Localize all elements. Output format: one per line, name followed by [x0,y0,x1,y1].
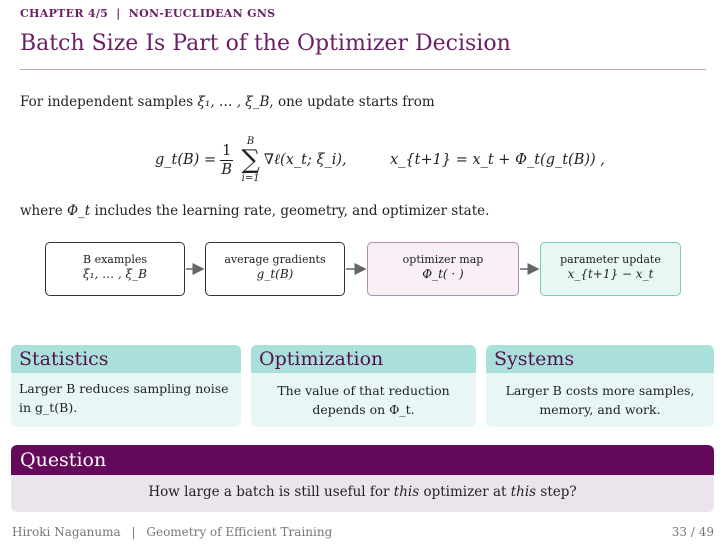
question-text: How large a batch is still useful for th… [11,475,714,512]
intro-line: For independent samples ξ₁, … , ξ_B, one… [20,94,435,110]
kicker-chapter: CHAPTER 4/5 [20,7,109,20]
card-statistics-body: Larger B reduces sampling noise in g_t(B… [11,373,241,427]
eq-term: ∇ℓ(x_t; ξ_i), [263,151,347,168]
footer: Hiroki Naganuma | Geometry of Efficient … [12,525,332,539]
card-systems-body: Larger B costs more samples, memory, and… [486,373,714,427]
stage-map-sub: Φ_t( · ) [422,267,464,281]
eq-lhs: g_t(B) = [155,152,217,168]
question-em-2: this [510,484,537,500]
stage-average-label: average gradients [224,253,326,266]
stage-average-sub: g_t(B) [256,267,294,281]
gradient-equation: g_t(B) = 1 B B ∑ i=1 ∇ℓ(x_t; ξ_i), [155,130,347,190]
question-text-a: How large a batch is still useful for [148,484,390,500]
stage-update-sub: x_{t+1} − x_t [567,267,654,281]
stage-average: average gradients g_t(B) [205,242,345,296]
stage-optimizer-map: optimizer map Φ_t( · ) [367,242,519,296]
question-text-c: step? [540,484,577,500]
stage-update-label: parameter update [560,253,661,266]
where-prefix: where [20,203,63,219]
question-em-1: this [393,484,420,500]
where-symbol: Φ_t [66,203,91,219]
pipeline-arrows [186,263,540,275]
stage-parameter-update: parameter update x_{t+1} − x_t [540,242,681,296]
kicker-section: NON-EUCLIDEAN GNS [128,7,276,20]
intro-samples: ξ₁, … , ξ_B [197,94,270,110]
card-systems: Systems Larger B costs more samples, mem… [486,345,714,427]
stage-map-label: optimizer map [402,253,484,266]
eq-sum-lower: i=1 [241,173,260,184]
stage-examples-label: B examples [83,253,147,266]
stage-examples: B examples ξ₁, … , ξ_B [45,242,185,296]
kicker-separator: | [116,7,121,20]
eq-sum-upper: B [246,136,255,147]
card-statistics-title: Statistics [11,345,241,373]
footer-author: Hiroki Naganuma [12,525,121,539]
footer-talk: Geometry of Efficient Training [146,525,333,539]
card-systems-title: Systems [486,345,714,373]
intro-prefix: For independent samples [20,94,194,110]
eq-update: x_{t+1} = x_t + Φ_t(g_t(B)) , [390,152,605,168]
question-title: Question [11,445,714,475]
title-rule [20,69,706,70]
eq-frac-den: B [221,161,233,178]
page-number: 33 / 49 [671,525,714,539]
sum-symbol-icon: ∑ [241,145,260,175]
eq-frac-num: 1 [220,142,234,161]
slide-title: Batch Size Is Part of the Optimizer Deci… [20,31,511,56]
card-optimization-body: The value of that reduction depends on Φ… [251,373,476,427]
question-block: Question How large a batch is still usef… [11,445,714,512]
where-suffix: includes the learning rate, geometry, an… [94,203,490,219]
update-equation: x_{t+1} = x_t + Φ_t(g_t(B)) , [390,130,605,190]
card-statistics: Statistics Larger B reduces sampling noi… [11,345,241,427]
section-kicker: CHAPTER 4/5 | NON-EUCLIDEAN GNS [20,7,275,20]
intro-suffix: , one update starts from [269,94,435,110]
question-text-b: optimizer at [423,484,507,500]
card-optimization-title: Optimization [251,345,476,373]
stage-examples-sub: ξ₁, … , ξ_B [83,267,147,281]
eq-fraction: 1 B [220,142,234,179]
eq-sum: B ∑ i=1 [241,136,260,184]
footer-separator: | [131,525,136,539]
where-line: where Φ_t includes the learning rate, ge… [20,203,489,219]
card-optimization: Optimization The value of that reduction… [251,345,476,427]
